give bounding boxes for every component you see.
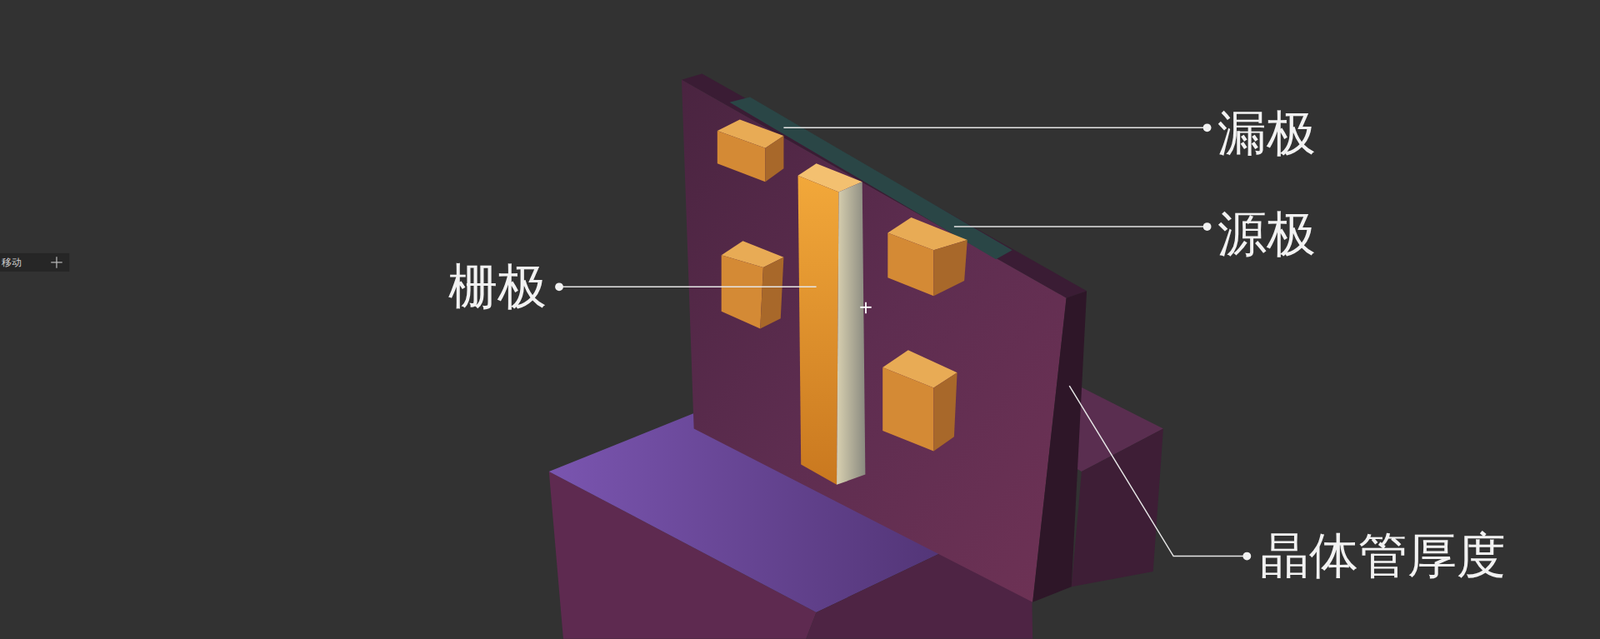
thickness-label: 晶体管厚度 bbox=[1260, 530, 1506, 581]
gate-bar bbox=[798, 163, 866, 485]
tool-name: 移动 bbox=[1, 256, 22, 269]
move-icon bbox=[50, 256, 62, 268]
tool-panel bbox=[0, 253, 70, 272]
fin-plate bbox=[681, 73, 1087, 602]
drain-label: 漏极 bbox=[1217, 108, 1316, 159]
leader-dots bbox=[555, 123, 1251, 560]
gate-label: 栅极 bbox=[448, 261, 547, 312]
center-cross bbox=[860, 302, 871, 314]
leader-lines bbox=[559, 127, 1247, 556]
source-label: 源极 bbox=[1217, 209, 1316, 260]
